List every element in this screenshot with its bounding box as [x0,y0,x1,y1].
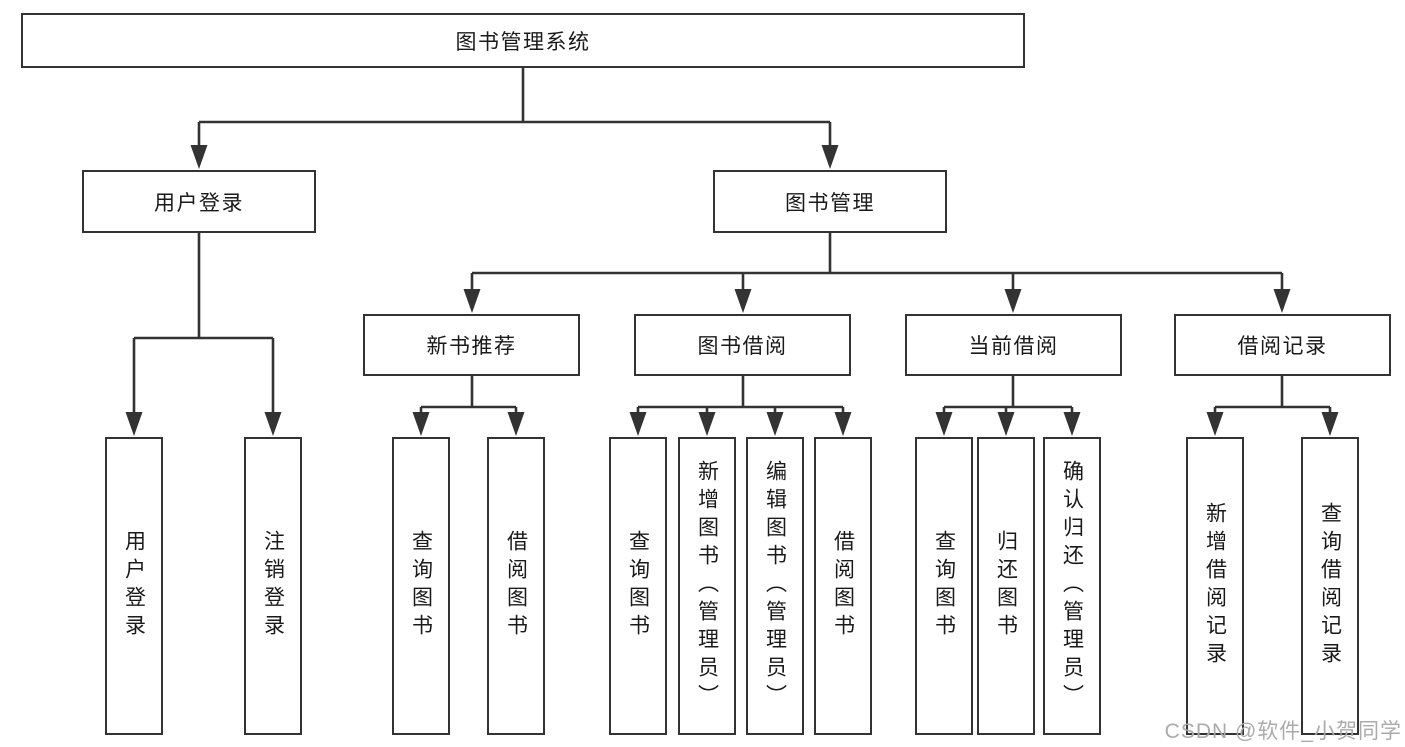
arrow-down-icon [766,412,784,436]
arrow-down-icon [412,412,430,436]
leaf-query-books-borrow: 查询图书 [609,437,667,735]
leaf-return-books: 归还图书 [977,437,1035,735]
csdn-watermark: CSDN @软件_小贺同学 [1164,720,1402,743]
arrow-down-icon [698,412,716,436]
node-book-borrow: 图书借阅 [634,314,851,376]
arrow-down-icon [629,412,647,436]
leaf-borrow-books-recommend: 借阅图书 [487,437,545,735]
arrow-down-icon [997,412,1015,436]
leaf-query-books-current: 查询图书 [915,437,973,735]
leaf-query-books-recommend: 查询图书 [392,437,450,735]
leaf-borrow-books-borrow: 借阅图书 [814,437,872,735]
leaf-add-borrow-record: 新增借阅记录 [1186,437,1244,735]
node-book-management-group: 图书管理 [713,170,947,233]
arrow-down-icon [1321,412,1339,436]
arrow-down-icon [125,412,143,436]
arrow-down-icon [1004,289,1022,313]
node-current-borrow: 当前借阅 [905,314,1122,376]
arrow-down-icon [190,145,208,169]
arrow-down-icon [264,412,282,436]
leaf-confirm-return-admin: 确认归还（管理员） [1043,437,1101,735]
leaf-edit-book-admin: 编辑图书（管理员） [746,437,804,735]
node-library-management-system: 图书管理系统 [21,13,1025,68]
arrow-down-icon [1206,412,1224,436]
arrow-down-icon [1063,412,1081,436]
arrow-down-icon [821,145,839,169]
node-borrow-records: 借阅记录 [1174,314,1391,376]
leaf-user-login: 用户登录 [105,437,163,735]
node-user-login-group: 用户登录 [82,170,316,233]
arrow-down-icon [935,412,953,436]
leaf-query-borrow-record: 查询借阅记录 [1301,437,1359,735]
arrow-down-icon [734,289,752,313]
leaf-add-book-admin: 新增图书（管理员） [678,437,736,735]
node-new-book-recommend: 新书推荐 [363,314,580,376]
leaf-logout: 注销登录 [244,437,302,735]
arrow-down-icon [507,412,525,436]
arrow-down-icon [463,289,481,313]
arrow-down-icon [834,412,852,436]
arrow-down-icon [1273,289,1291,313]
